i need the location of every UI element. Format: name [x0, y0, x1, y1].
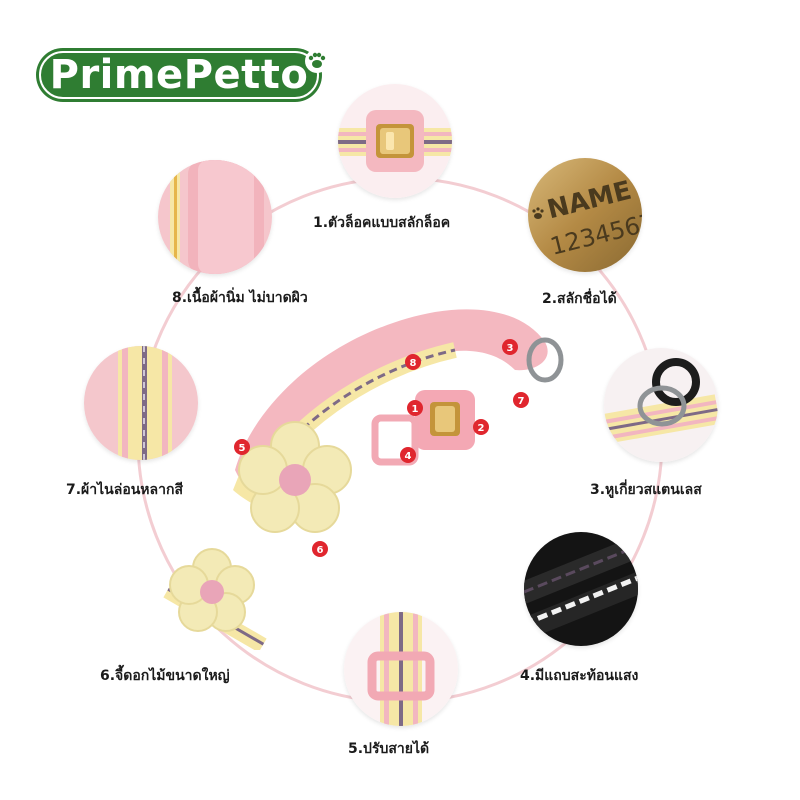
badge-buckle: [338, 84, 452, 198]
feature-label-nylon: 7.ผ้าไนล่อนหลากสี: [66, 482, 183, 498]
svg-text:1: 1: [412, 404, 419, 415]
marker-7: 7: [513, 392, 529, 408]
adjuster-closeup-image: [344, 612, 458, 726]
svg-text:8: 8: [410, 358, 417, 369]
buckle-closeup-image: [338, 84, 452, 198]
marker-5: 5: [234, 439, 250, 455]
svg-text:5: 5: [239, 443, 246, 454]
soft-fabric-image: [158, 160, 272, 274]
flower-charm: [238, 421, 352, 533]
feature-label-reflective: 4.มีแถบสะท้อนแสง: [520, 668, 639, 684]
marker-2: 2: [473, 419, 489, 435]
nylon-closeup-image: [84, 346, 198, 460]
svg-text:6: 6: [317, 545, 324, 556]
badge-ring: [604, 348, 718, 462]
logo-text: PrimePetto: [49, 52, 309, 98]
marker-1: 1: [407, 400, 423, 416]
marker-6: 6: [312, 541, 328, 557]
nametag-closeup-image: NAME 12345678: [528, 158, 642, 272]
feature-label-buckle: 1.ตัวล็อคแบบสลักล็อค: [313, 215, 451, 231]
feature-label-ring: 3.หูเกี่ยวสแตนเลส: [590, 482, 702, 498]
collar-product-image: 1 2 3 4 5 6 7 8: [233, 309, 564, 557]
svg-text:4: 4: [405, 451, 412, 462]
flower-charm-closeup-image: [163, 548, 267, 650]
badge-nametag: NAME 12345678: [528, 158, 642, 272]
badge-adjust: [344, 612, 458, 726]
svg-text:7: 7: [518, 396, 525, 407]
ring-closeup-image: [604, 348, 718, 462]
marker-3: 3: [502, 339, 518, 355]
paw-engraving-icon: [532, 207, 544, 219]
svg-text:3: 3: [507, 343, 514, 354]
badge-nylon: [84, 346, 198, 460]
paw-icon: [305, 49, 329, 73]
badge-soft: [158, 160, 272, 274]
feature-label-adjust: 5.ปรับสายได้: [348, 741, 430, 757]
svg-text:2: 2: [478, 423, 485, 434]
feature-label-flower: 6.จี้ดอกไม้ขนาดใหญ่: [100, 668, 230, 684]
marker-4: 4: [400, 447, 416, 463]
reflective-strip-image: [524, 532, 638, 646]
feature-label-nametag: 2.สลักชื่อได้: [542, 291, 617, 307]
feature-label-soft: 8.เนื้อผ้านิ่ม ไม่บาดผิว: [172, 290, 308, 306]
marker-8: 8: [405, 354, 421, 370]
badge-reflective: [524, 532, 638, 646]
logo-background: [36, 48, 322, 102]
brand-logo: PrimePetto: [34, 44, 329, 106]
